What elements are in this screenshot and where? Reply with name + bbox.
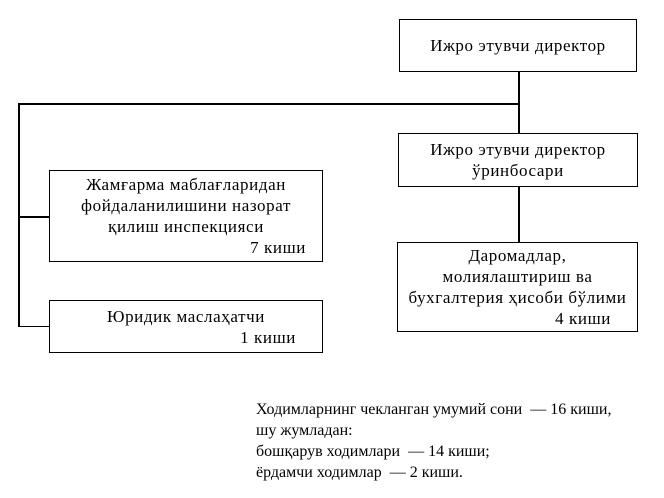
connector-left-vertical-trunk xyxy=(18,103,20,327)
box-accounting-label-line1: Даромадлар, xyxy=(468,246,567,265)
connector-horizontal-trunk xyxy=(18,103,519,105)
connector-director-to-junction xyxy=(518,72,520,133)
box-executive-director: Ижро этувчи директор xyxy=(399,19,637,72)
box-executive-director-label: Ижро этувчи директор xyxy=(430,36,606,55)
box-deputy-director-label-line2: ўринбосари xyxy=(472,161,564,180)
box-deputy-director-label-line1: Ижро этувчи директор xyxy=(430,140,606,159)
footnote-total-staff: Ходимларнинг чекланган умумий сони — 16 … xyxy=(256,401,612,418)
connector-branch-legal xyxy=(18,325,49,327)
staff-summary-footnote: Ходимларнинг чекланган умумий сони — 16 … xyxy=(256,399,611,483)
box-inspection: Жамғарма маблағларидан фойдаланилишини н… xyxy=(49,170,323,262)
box-accounting-department: Даромадлар, молиялаштириш ва бухгалтерия… xyxy=(397,242,638,332)
box-inspection-label-line1: Жамғарма маблағларидан xyxy=(86,175,286,194)
connector-branch-inspection xyxy=(18,216,49,218)
connector-deputy-to-accounting xyxy=(518,186,520,242)
box-legal-adviser-label: Юридик маслаҳатчи xyxy=(107,306,265,326)
box-deputy-director: Ижро этувчи директор ўринбосари xyxy=(398,133,638,187)
footnote-support-staff: ёрдамчи ходимлар — 2 киши. xyxy=(256,464,463,481)
box-legal-adviser-headcount: 1 киши xyxy=(240,327,296,347)
box-accounting-label-line2: молиялаштириш ва xyxy=(442,267,593,286)
box-accounting-label-line3: бухгалтерия ҳисоби бўлими xyxy=(408,288,627,307)
box-inspection-label-line2: фойдаланилишини назорат xyxy=(81,196,291,215)
footnote-management-staff: бошқарув ходимлари — 14 киши; xyxy=(256,443,490,460)
box-legal-adviser: Юридик маслаҳатчи 1 киши xyxy=(49,300,323,353)
footnote-including: шу жумладан: xyxy=(256,422,353,439)
box-accounting-headcount: 4 киши xyxy=(555,309,611,328)
box-inspection-headcount: 7 киши xyxy=(250,238,306,257)
box-inspection-label-line3: қилиш инспекцияси xyxy=(108,217,264,236)
